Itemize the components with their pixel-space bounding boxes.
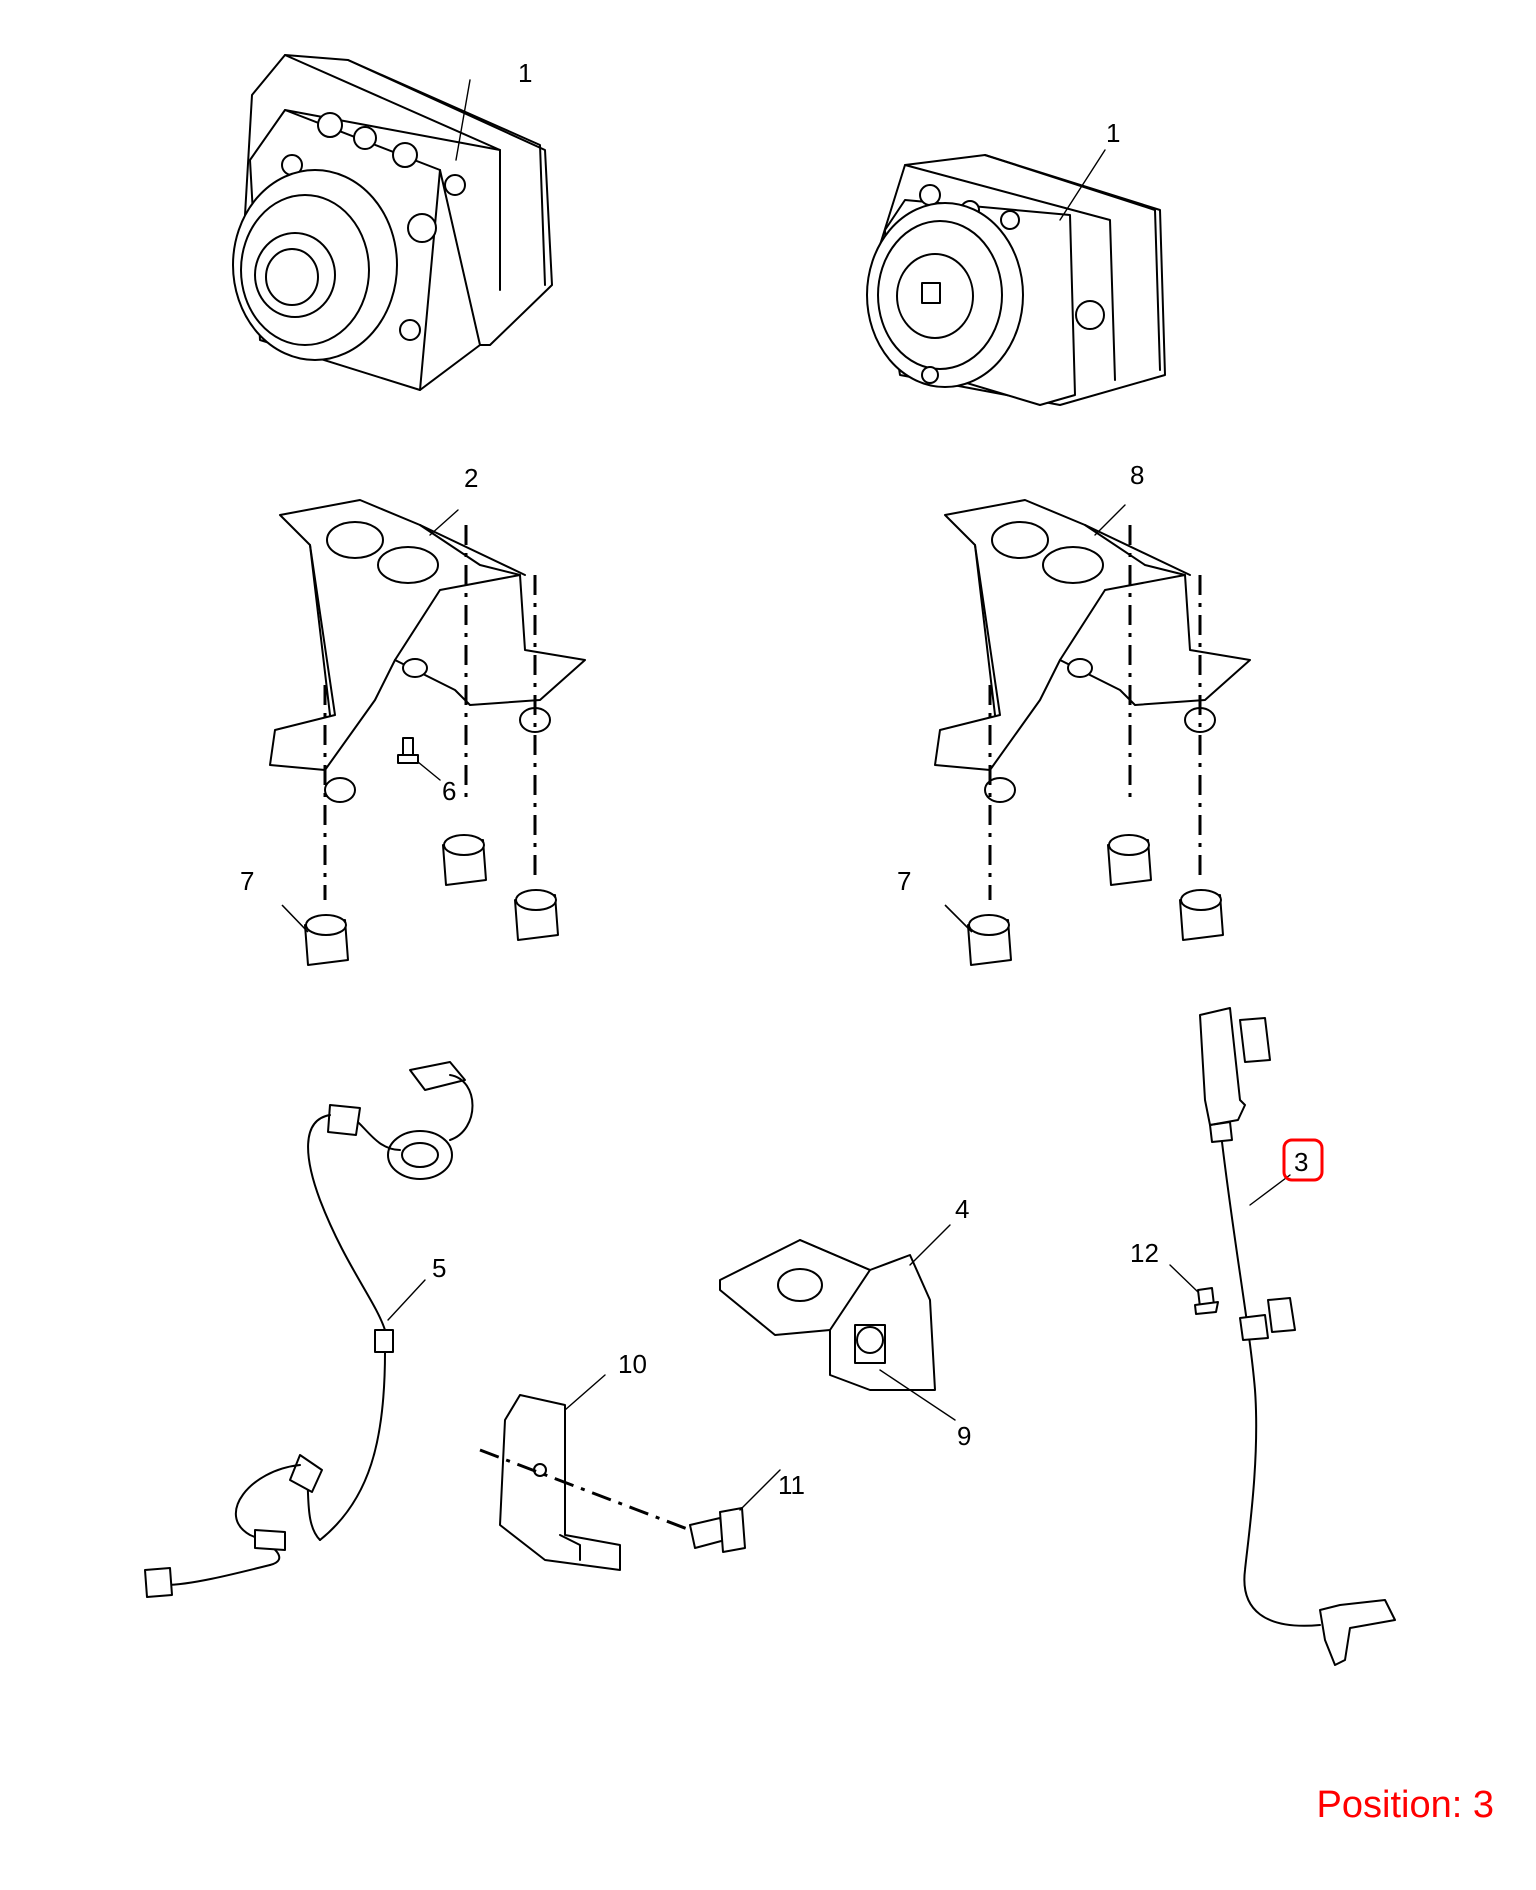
position-indicator: Position: 3	[1317, 1784, 1494, 1827]
position-label-text: Position:	[1316, 1784, 1463, 1826]
callout-7-left[interactable]: 7	[240, 866, 254, 896]
callout-5[interactable]: 5	[432, 1253, 446, 1283]
insulator-group[interactable]	[304, 834, 1224, 966]
callout-3-highlight-box	[1282, 1138, 1324, 1182]
callout-7-right[interactable]: 7	[897, 866, 911, 896]
bracket-right[interactable]	[934, 499, 1251, 803]
abs-module-right[interactable]	[866, 149, 1166, 406]
push-pin[interactable]	[1169, 1264, 1219, 1315]
callout-12[interactable]: 12	[1130, 1238, 1159, 1268]
wheel-speed-sensor-harness[interactable]	[1199, 1007, 1396, 1666]
bolt[interactable]	[689, 1469, 781, 1553]
callout-8[interactable]: 8	[1130, 460, 1144, 490]
callout-11[interactable]: 11	[778, 1470, 805, 1500]
callout-1-right[interactable]: 1	[1106, 118, 1120, 148]
callout-4[interactable]: 4	[955, 1194, 969, 1224]
callout-6[interactable]: 6	[442, 776, 456, 806]
stud[interactable]	[397, 737, 441, 781]
callout-2[interactable]: 2	[464, 463, 478, 493]
callout-3[interactable]: 3	[1294, 1147, 1308, 1177]
harness-left[interactable]	[144, 1061, 474, 1598]
callout-10[interactable]: 10	[618, 1349, 647, 1379]
callout-1-left[interactable]: 1	[518, 58, 532, 88]
bracket-small[interactable]	[479, 1374, 691, 1571]
mount-bracket[interactable]	[719, 1224, 956, 1421]
bracket-left[interactable]	[269, 499, 586, 803]
position-value: 3	[1472, 1784, 1494, 1826]
callout-9[interactable]: 9	[957, 1421, 971, 1451]
alignment-lines	[323, 525, 1202, 900]
abs-module-left[interactable]	[232, 54, 553, 391]
